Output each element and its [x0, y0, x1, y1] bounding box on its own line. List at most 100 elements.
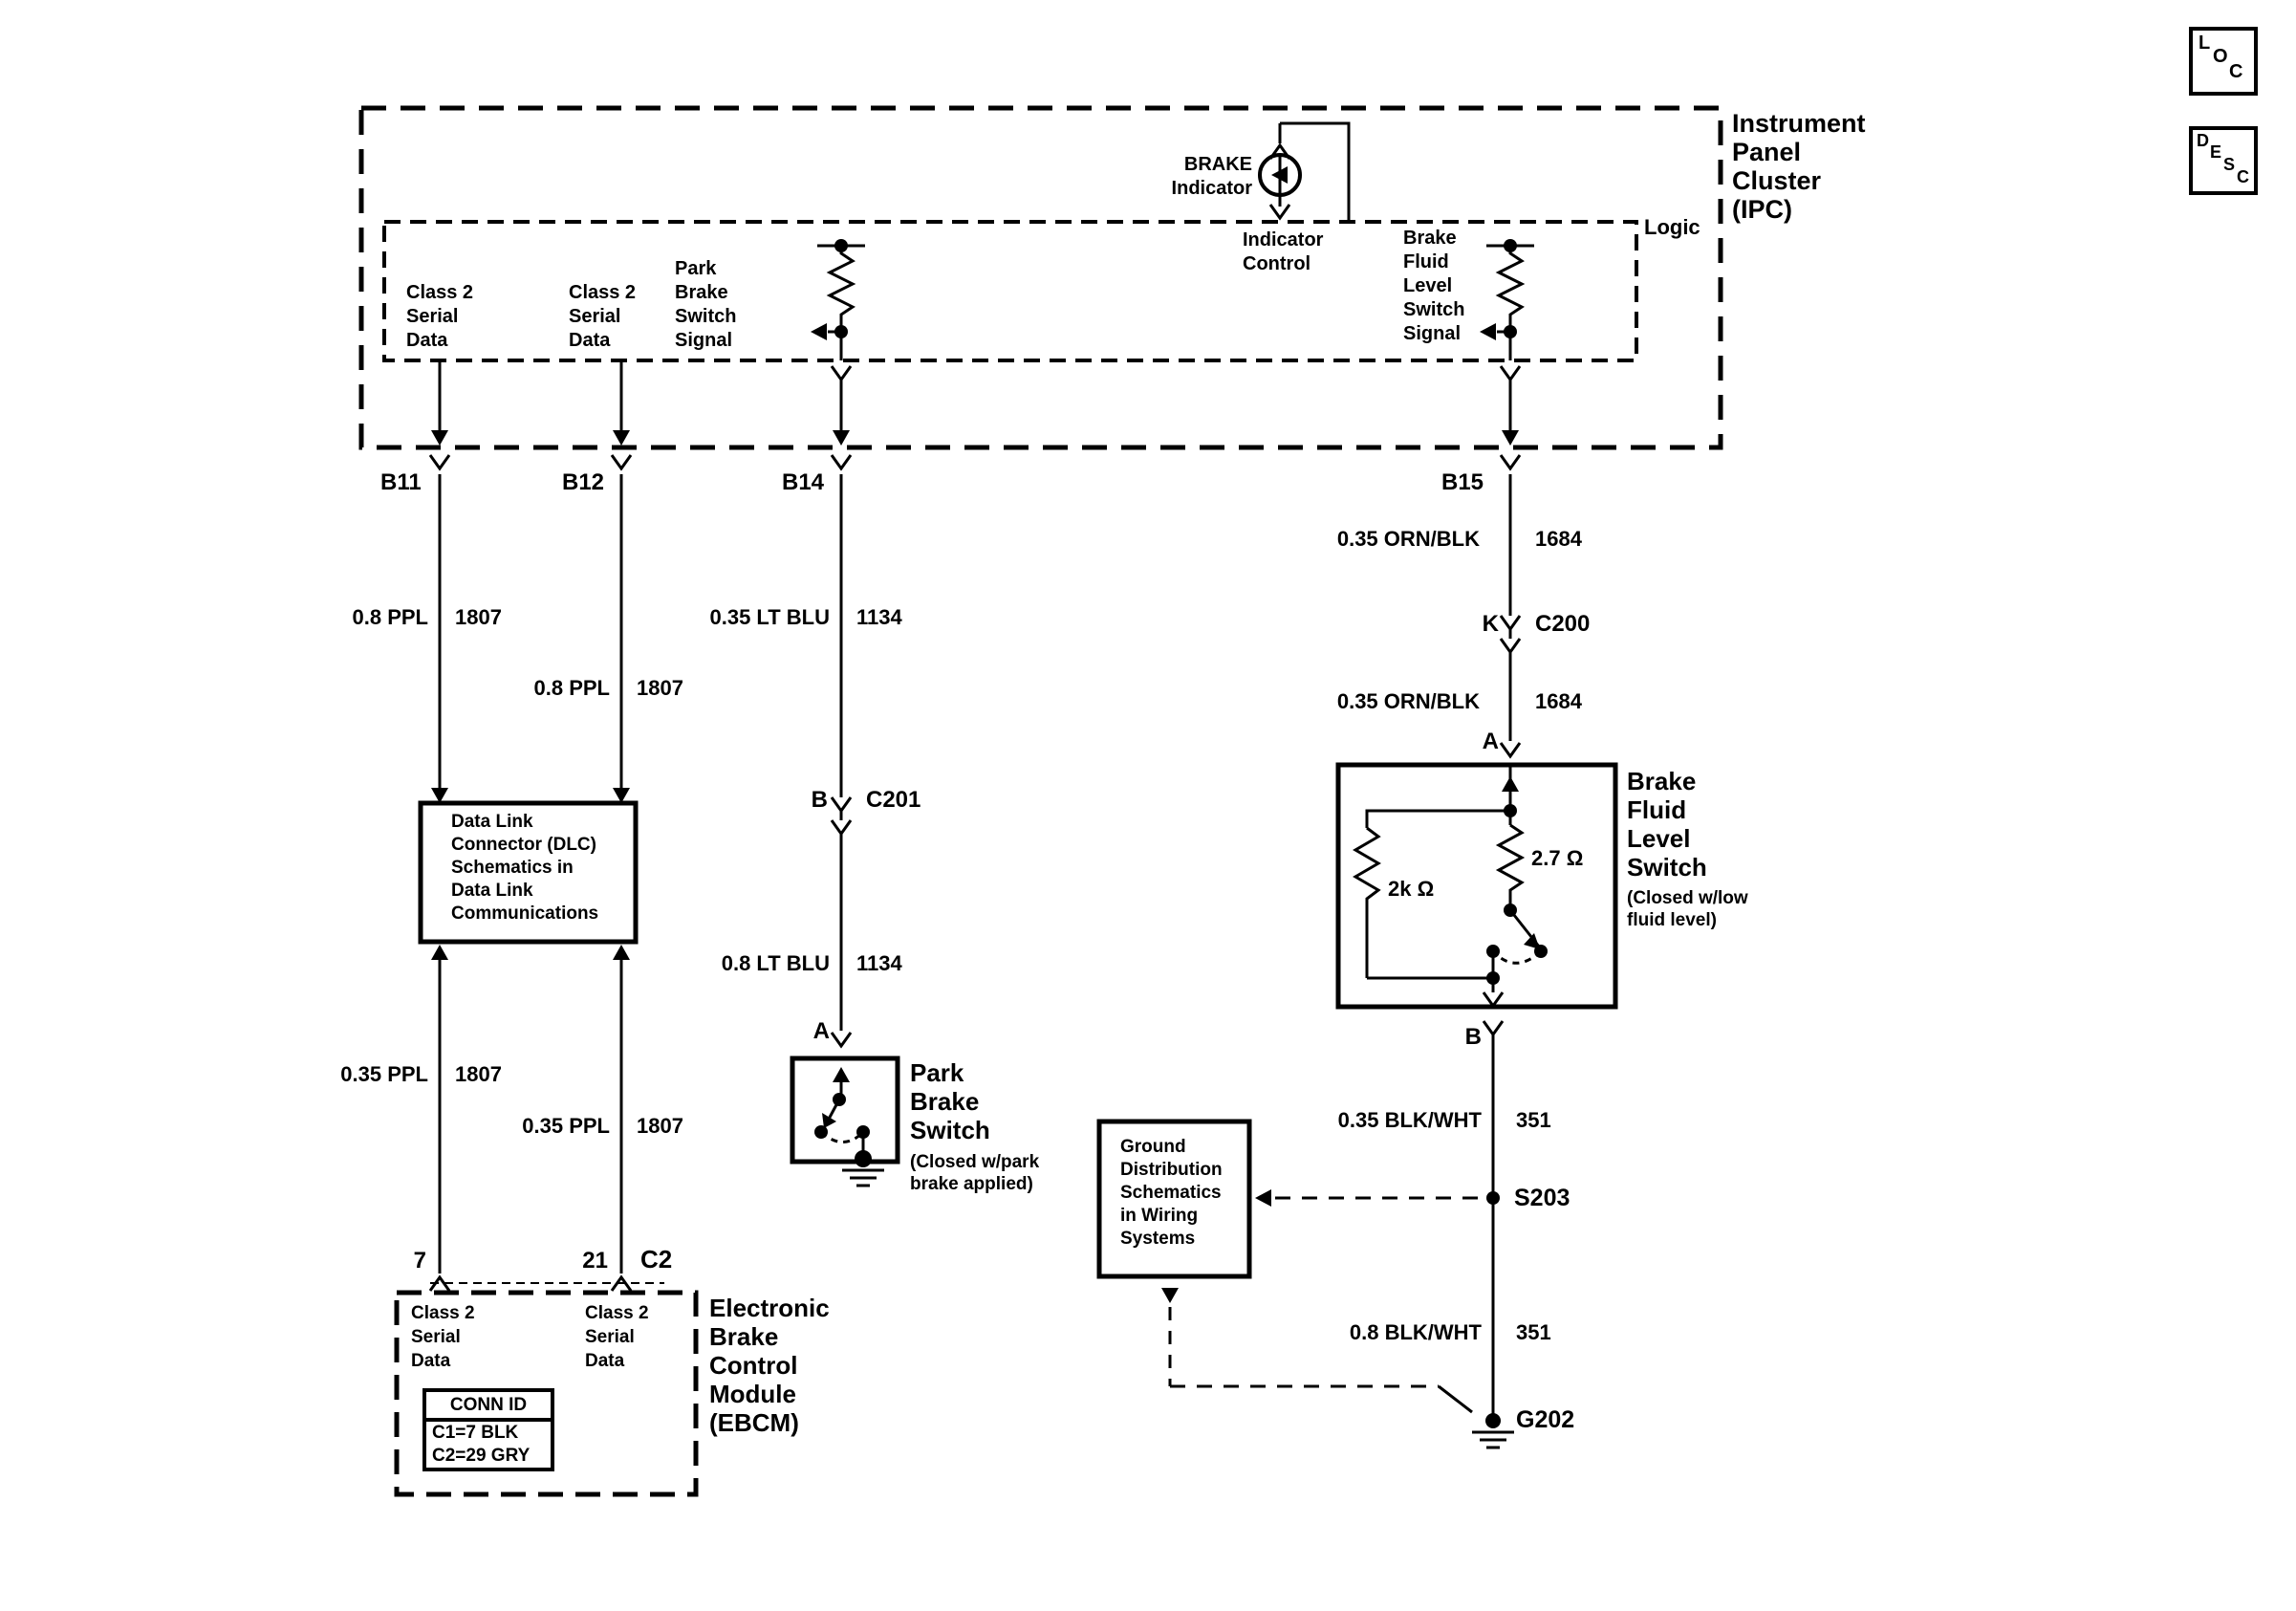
- fluid-switch-title: Brake: [1627, 767, 1697, 795]
- wire-circuit-number: 1807: [637, 676, 683, 700]
- dlc-box: [418, 800, 639, 945]
- park-pin-a-label: A: [812, 1018, 830, 1044]
- wire-circuit-number: 1807: [455, 605, 502, 629]
- park-switch-note: brake applied): [910, 1174, 1033, 1194]
- fluid-switch-title: Switch: [1627, 853, 1707, 882]
- loc-letter: L: [2199, 33, 2211, 54]
- wire-gauge-color: 0.35 LT BLU: [709, 605, 830, 629]
- fluid-signal-resistor: [1486, 244, 1534, 360]
- c200-pin-label: K: [1482, 611, 1499, 637]
- ground-box-line: Systems: [1120, 1229, 1196, 1249]
- fluid-pin-b-label: B: [1464, 1024, 1482, 1050]
- loc-corner-box[interactable]: L O C: [2189, 27, 2258, 96]
- indicator-control-label: Indicator: [1243, 229, 1324, 250]
- ground-box-line: Schematics: [1120, 1183, 1222, 1203]
- fluid-signal-label: Level: [1403, 275, 1453, 296]
- desc-letter: D: [2197, 131, 2209, 150]
- fluid-switch-title: Fluid: [1627, 795, 1687, 824]
- class2-serial-data-label: Serial: [569, 306, 621, 327]
- boxes: [358, 105, 1723, 1497]
- wire-gauge-color: 0.35 PPL: [522, 1114, 610, 1138]
- pin-b15-label: B15: [1441, 469, 1484, 495]
- class2-serial-data-label: Data: [569, 330, 611, 351]
- park-brake-switch-box: [790, 1056, 900, 1165]
- fluid-switch-note: (Closed w/low: [1627, 888, 1748, 908]
- ebcm-title-line: Control: [709, 1351, 798, 1380]
- brake-indicator-lamp: [1258, 121, 1351, 222]
- park-switch-title: Switch: [910, 1116, 990, 1144]
- ground-box-line: in Wiring: [1120, 1206, 1199, 1226]
- fluid-signal-label: Switch: [1403, 299, 1465, 320]
- ebcm-pin7-label: 7: [413, 1248, 426, 1274]
- ebcm-title-line: Module: [709, 1380, 796, 1408]
- fluid-pin-a-label: A: [1482, 729, 1499, 754]
- ebcm-class2-label: Serial: [585, 1327, 635, 1347]
- g202-ground-dot: [1485, 1413, 1501, 1428]
- fluid-switch-internals: [1353, 765, 1543, 992]
- s203-splice-dot: [1486, 1191, 1500, 1205]
- wire-circuit-number: 351: [1516, 1320, 1551, 1344]
- wire-gauge-color: 0.35 BLK/WHT: [1337, 1108, 1482, 1132]
- desc-letter: E: [2210, 142, 2222, 162]
- park-signal-label: Signal: [675, 330, 733, 351]
- class2-serial-data-label: Serial: [406, 306, 459, 327]
- wire-circuit-number: 1134: [856, 951, 902, 975]
- wire-gauge-color: 0.35 ORN/BLK: [1336, 527, 1480, 551]
- ebcm-class2-label: Serial: [411, 1327, 461, 1347]
- loc-letter: C: [2229, 61, 2243, 82]
- indicator-control-label: Control: [1243, 253, 1311, 274]
- class2-serial-data-label: Class 2: [569, 282, 637, 303]
- resistor-value-label: 2.7 Ω: [1531, 846, 1584, 870]
- ipc-title-line: Panel: [1732, 138, 1802, 166]
- ebcm-title-line: Electronic: [709, 1294, 830, 1322]
- ebcm-title-line: (EBCM): [709, 1408, 799, 1437]
- wire-circuit-number: 351: [1516, 1108, 1551, 1132]
- c201-pin-label: B: [811, 787, 828, 813]
- logic-box: [382, 220, 1638, 362]
- wire-gauge-color: 0.8 PPL: [533, 676, 610, 700]
- ipc-title-line: Cluster: [1732, 166, 1822, 195]
- brake-fluid-switch-box: [1335, 762, 1618, 1010]
- wire-circuit-number: 1134: [856, 605, 902, 629]
- c200-label: C200: [1535, 611, 1591, 637]
- wire-circuit-number: 1684: [1535, 689, 1582, 713]
- pin-b14-label: B14: [782, 469, 825, 495]
- park-signal-label: Brake: [675, 282, 728, 303]
- conn-id-table: CONN ID C1=7 BLK C2=29 GRY: [422, 1388, 554, 1471]
- ebcm-class2-label: Class 2: [411, 1303, 475, 1323]
- desc-corner-box[interactable]: D E S C: [2189, 126, 2258, 195]
- wire-gauge-color: 0.35 ORN/BLK: [1336, 689, 1480, 713]
- logic-label: Logic: [1644, 215, 1700, 239]
- class2-serial-data-label: Class 2: [406, 282, 474, 303]
- park-switch-internals: [819, 1073, 884, 1187]
- brake-indicator-label: BRAKE: [1183, 154, 1252, 175]
- park-signal-label: Switch: [675, 306, 737, 327]
- wire-circuit-number: 1807: [455, 1062, 502, 1086]
- loc-letter: O: [2213, 46, 2228, 67]
- g202-ground-label: G202: [1516, 1406, 1575, 1433]
- b15-wire: [1499, 364, 1522, 741]
- desc-letter: S: [2223, 155, 2236, 174]
- ground-reference-taps: [1168, 1196, 1484, 1414]
- resistor-value-label: 2k Ω: [1388, 877, 1435, 901]
- brake-indicator-label: Indicator: [1171, 178, 1252, 199]
- fluid-signal-label: Fluid: [1403, 251, 1449, 272]
- ground-wire: [1472, 1034, 1514, 1449]
- park-switch-note: (Closed w/park: [910, 1152, 1040, 1172]
- ground-box-line: Distribution: [1120, 1160, 1223, 1180]
- wire-gauge-color: 0.8 BLK/WHT: [1349, 1320, 1482, 1344]
- ground-box-line: Ground: [1120, 1137, 1186, 1157]
- ipc-title-line: Instrument: [1732, 109, 1866, 138]
- s203-splice-label: S203: [1514, 1185, 1570, 1211]
- ebcm-class2-label: Class 2: [585, 1303, 649, 1323]
- park-switch-title: Brake: [910, 1087, 980, 1116]
- dlc-text-line: Data Link: [451, 812, 533, 832]
- ipc-box: [358, 105, 1723, 450]
- conn-id-header: CONN ID: [426, 1392, 551, 1422]
- wire-gauge-color: 0.8 PPL: [352, 605, 428, 629]
- class2-serial-data-label: Data: [406, 330, 448, 351]
- park-signal-label: Park: [675, 258, 717, 279]
- ground-distribution-box: [1096, 1119, 1252, 1279]
